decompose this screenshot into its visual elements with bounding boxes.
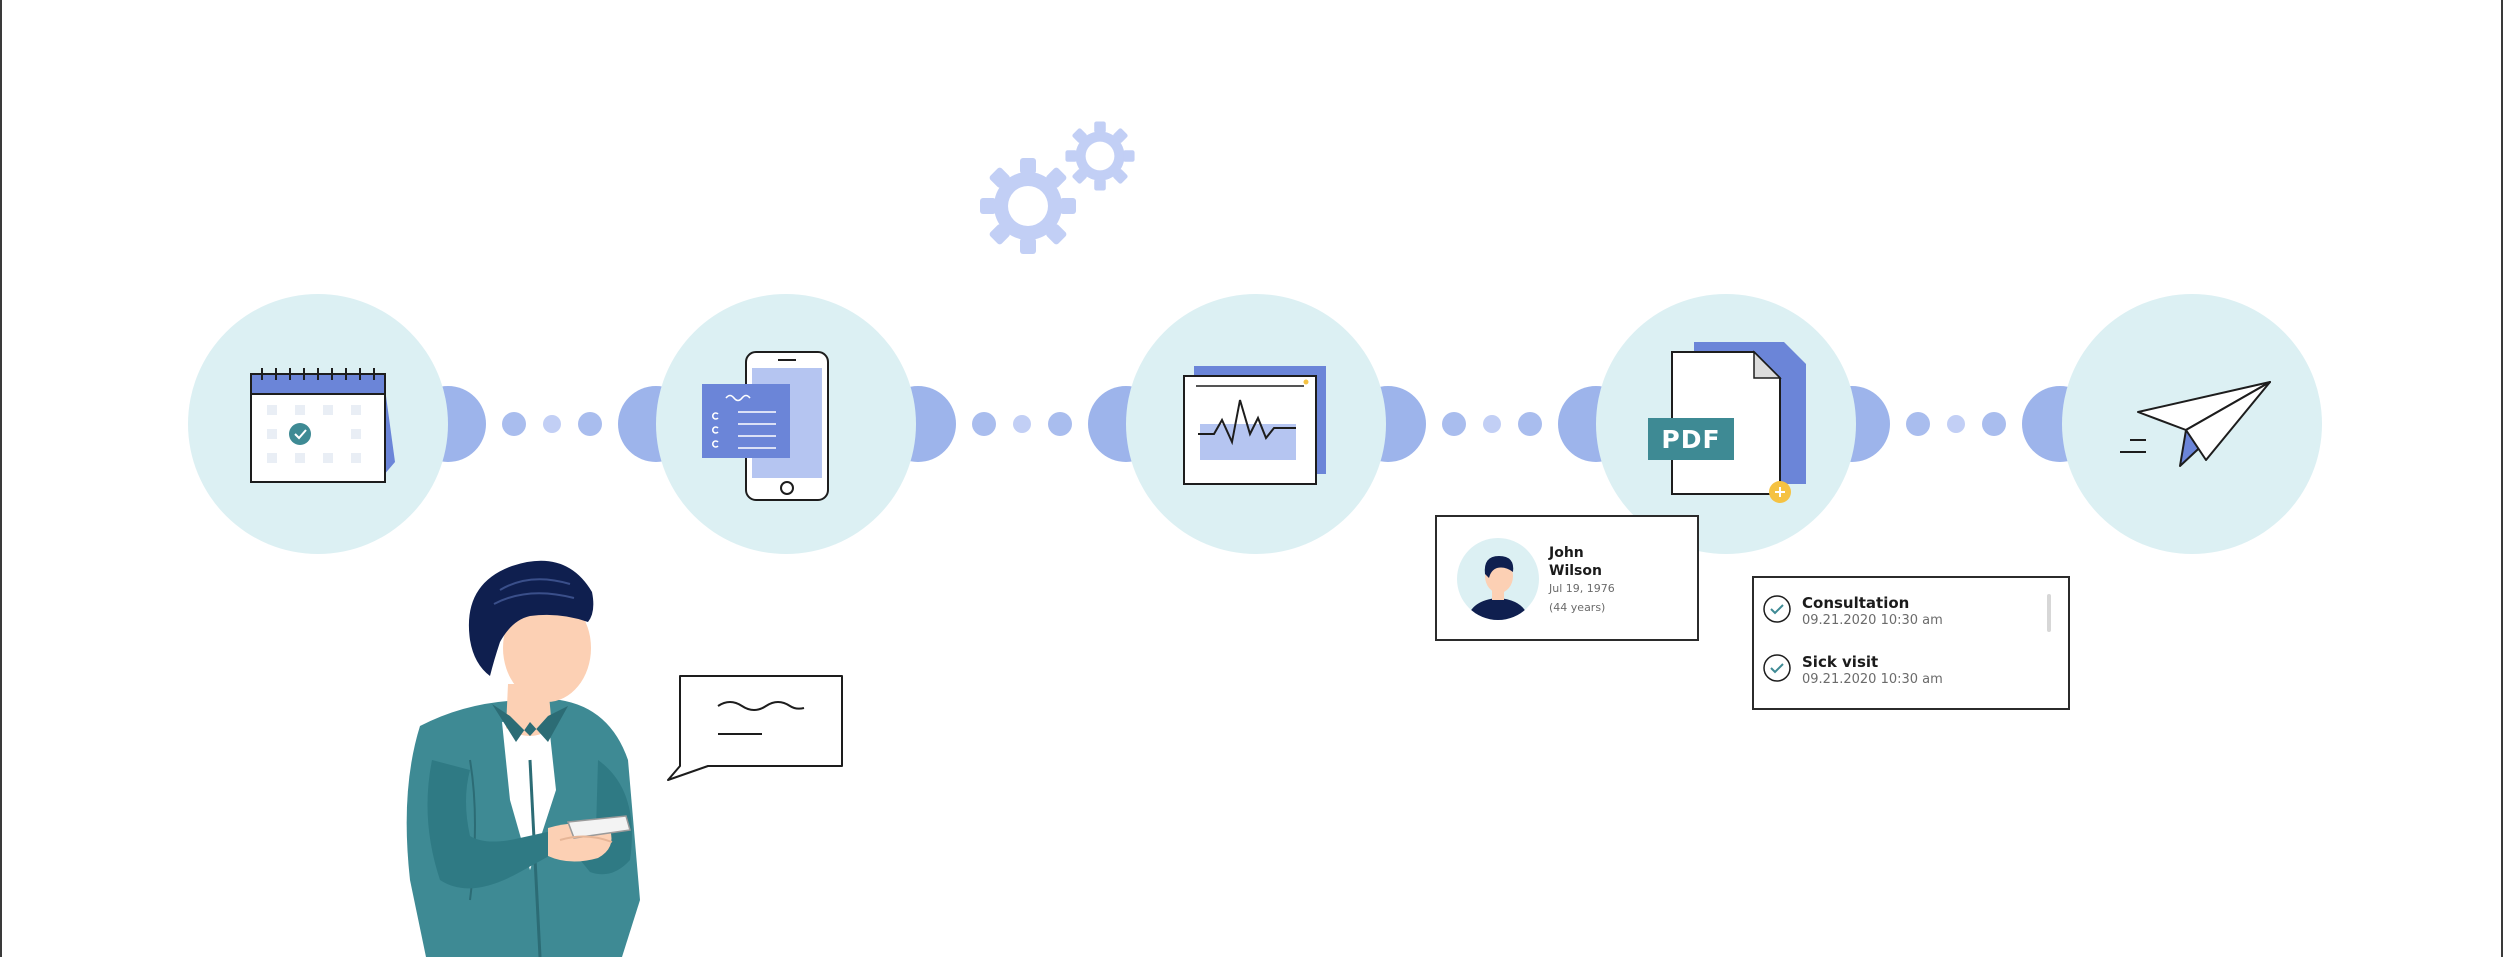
paper-plane-icon <box>2120 381 2271 467</box>
connector-dot <box>1013 415 1031 433</box>
connector-dot <box>1442 412 1466 436</box>
visit-item[interactable]: Consultation 09.21.2020 10:30 am <box>1762 594 2042 644</box>
visit-title: Sick visit <box>1802 653 1879 671</box>
patient-avatar-icon <box>1457 538 1539 620</box>
visits-card: Consultation 09.21.2020 10:30 am Sick vi… <box>1752 576 2070 710</box>
connector-dot <box>502 412 526 436</box>
person-with-phone <box>406 560 640 957</box>
avatar <box>1457 538 1539 620</box>
visits-scrollbar[interactable] <box>2047 594 2051 632</box>
gear-large-icon <box>980 158 1076 254</box>
patient-name: John Wilson <box>1549 544 1649 580</box>
visit-title: Consultation <box>1802 594 1910 612</box>
visit-item[interactable]: Sick visit 09.21.2020 10:30 am <box>1762 653 2042 703</box>
chart-window-icon <box>1183 366 1326 485</box>
patient-first-name: John <box>1549 545 1584 561</box>
patient-last-name: Wilson <box>1549 563 1602 579</box>
check-circle-icon <box>1763 654 1791 682</box>
check-circle-icon <box>1763 595 1791 623</box>
pdf-label: PDF <box>1661 425 1720 454</box>
patient-card[interactable]: John Wilson Jul 19, 1976 (44 years) <box>1435 515 1699 641</box>
left-border <box>0 0 2 957</box>
patient-age: (44 years) <box>1549 601 1606 614</box>
gear-small-icon <box>1065 121 1135 191</box>
connector-dot <box>578 412 602 436</box>
right-border <box>2501 0 2503 957</box>
connector-dot <box>1048 412 1072 436</box>
speech-bubble-icon <box>667 675 843 781</box>
visit-time: 09.21.2020 10:30 am <box>1802 672 1943 687</box>
phone-form-icon <box>702 351 829 501</box>
patient-dob: Jul 19, 1976 <box>1549 582 1615 595</box>
connector-dot <box>1906 412 1930 436</box>
pdf-document-icon: PDF <box>1648 342 1806 503</box>
connector-dot <box>1483 415 1501 433</box>
connector-dot <box>1518 412 1542 436</box>
calendar-icon <box>250 368 395 483</box>
connector-dot <box>1947 415 1965 433</box>
visit-time: 09.21.2020 10:30 am <box>1802 613 1943 628</box>
connector-dot <box>543 415 561 433</box>
connector-dot <box>1982 412 2006 436</box>
connector-dot <box>972 412 996 436</box>
